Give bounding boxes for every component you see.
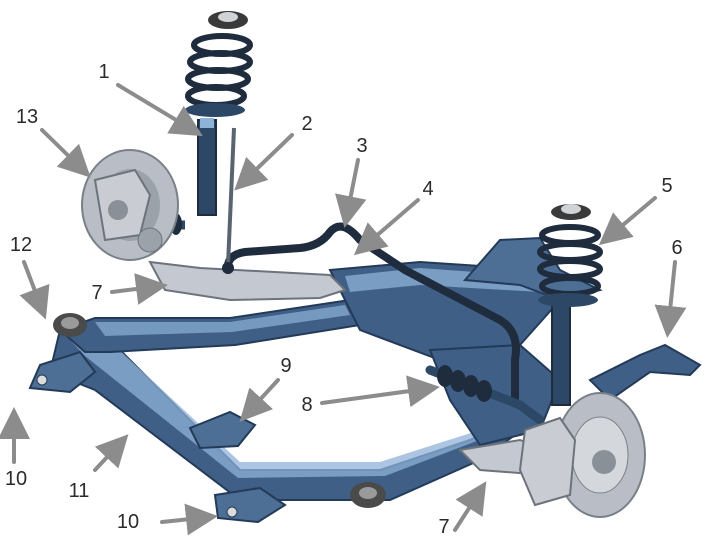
callout-12: 12 <box>9 234 33 256</box>
arrow-5 <box>598 196 657 246</box>
callout-arrows <box>0 83 687 536</box>
callout-4: 4 <box>422 178 434 200</box>
right-brake-assembly <box>518 392 646 518</box>
arrow-4 <box>353 198 420 256</box>
arrow-7-bottom <box>453 481 487 532</box>
stabilizer-bar <box>223 222 520 404</box>
arrow-10-bottom <box>160 503 218 536</box>
callout-13: 13 <box>15 106 39 128</box>
callout-7-bottom: 7 <box>438 516 450 538</box>
arrow-8 <box>320 375 440 408</box>
callout-10-bottom: 10 <box>116 511 140 533</box>
callout-10-left: 10 <box>4 468 28 490</box>
arrow-12 <box>19 260 50 320</box>
left-strut <box>185 11 253 274</box>
callout-11: 11 <box>68 480 90 502</box>
callout-3: 3 <box>356 135 368 157</box>
arrow-9 <box>239 378 280 422</box>
arrow-2 <box>234 133 294 191</box>
callout-9: 9 <box>280 355 292 377</box>
arrow-6 <box>654 260 687 338</box>
callout-7-left: 7 <box>91 282 103 304</box>
callout-5: 5 <box>661 175 673 197</box>
callout-8: 8 <box>301 394 313 416</box>
left-control-arm <box>148 260 347 302</box>
arrow-1 <box>116 83 203 137</box>
arrow-7-left <box>110 273 168 305</box>
right-control-arm <box>588 343 702 402</box>
callout-6: 6 <box>671 237 683 259</box>
callout-2: 2 <box>301 113 313 135</box>
bushings <box>36 313 386 518</box>
arrow-11 <box>93 434 129 472</box>
right-strut <box>537 204 603 406</box>
arrow-3 <box>335 158 367 228</box>
left-brake-assembly <box>81 149 179 261</box>
arrow-13 <box>40 128 91 178</box>
callout-1: 1 <box>98 61 110 83</box>
subframe <box>28 236 603 524</box>
